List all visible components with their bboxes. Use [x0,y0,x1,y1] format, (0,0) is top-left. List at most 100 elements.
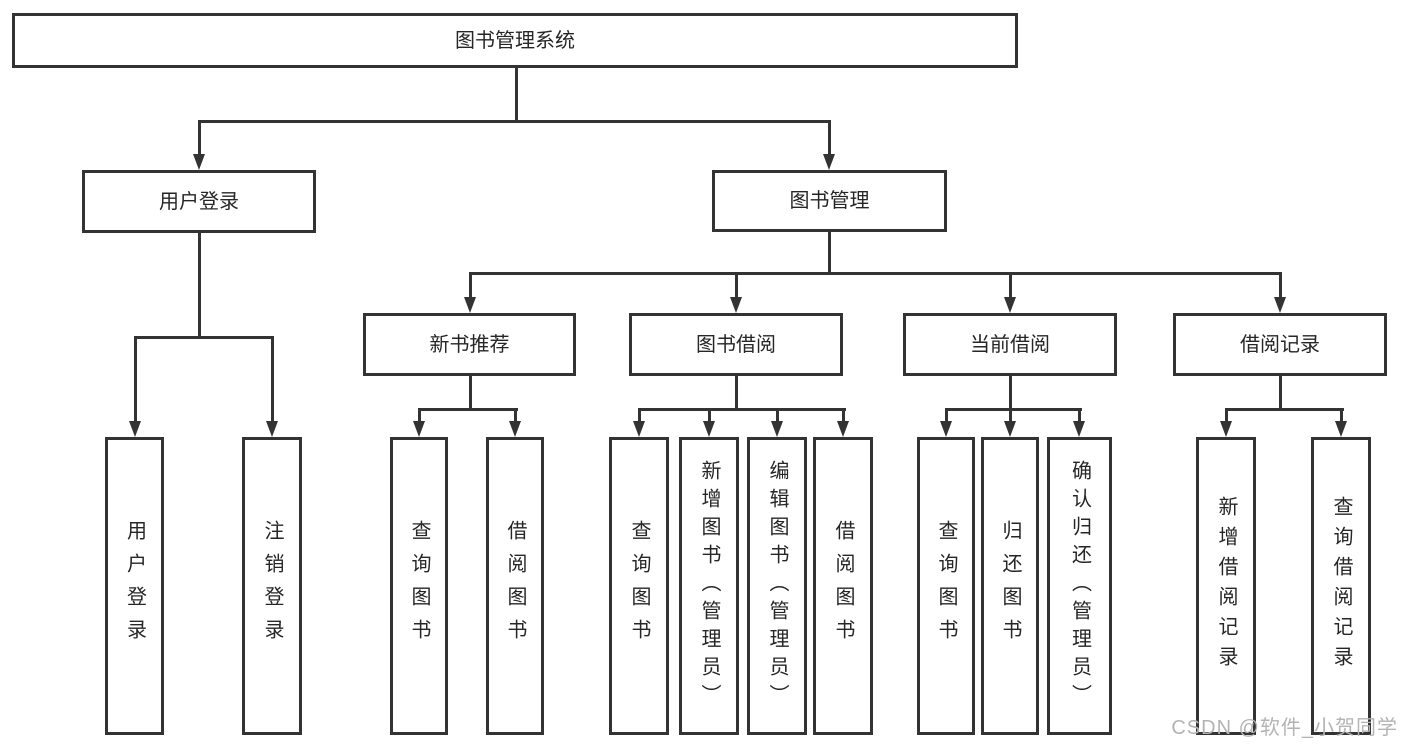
arrowhead-down-icon [193,154,205,170]
node-label: 借阅图书 [504,520,526,652]
node-leaf-query-books-borrow: 查询图书 [609,437,669,735]
arrowhead-down-icon [1004,297,1016,313]
connector-arrow [1003,408,1017,437]
arrow-shaft [1008,408,1012,421]
node-book-management: 图书管理 [712,170,947,232]
node-label: 图书管理 [789,190,870,212]
connector-arrow [463,272,477,313]
connector-arrow [192,120,206,170]
node-label: 查询图书 [628,520,650,652]
arrow-shaft [417,408,421,421]
node-label: 注销登录 [261,520,283,652]
arrow-shaft [133,336,137,421]
node-borrow-records: 借阅记录 [1173,313,1387,376]
node-leaf-confirm-return-admin: 确认归还（管理员） [1047,437,1112,735]
node-label: 借阅图书 [832,520,854,652]
arrowhead-down-icon [771,421,783,437]
node-leaf-logout: 注销登录 [242,437,302,735]
node-leaf-add-borrow-record: 新增借阅记录 [1196,437,1256,735]
connector-arrow [412,408,426,437]
node-label: 图书管理系统 [455,29,575,52]
connector-recommend-stem [469,376,472,408]
connector-arrow [1003,272,1017,313]
arrowhead-down-icon [129,421,141,437]
node-leaf-borrow-books: 借阅图书 [813,437,873,735]
node-label: 编辑图书（管理员） [766,460,788,712]
arrowhead-down-icon [703,421,715,437]
connector-arrow [939,408,953,437]
node-label: 新书推荐 [429,333,510,356]
arrow-shaft [734,272,738,297]
arrow-shaft [827,120,831,154]
arrow-shaft [468,272,472,297]
arrowhead-down-icon [464,297,476,313]
connector-arrow [702,408,716,437]
arrow-shaft [775,408,779,421]
connector-arrow [770,408,784,437]
connector-current-stem [1009,376,1012,408]
node-label: 确认归还（管理员） [1068,460,1091,712]
arrowhead-down-icon [1274,297,1286,313]
arrowhead-down-icon [413,421,425,437]
connector-current-hline [945,408,1082,411]
arrowhead-down-icon [837,421,849,437]
node-label: 查询图书 [408,520,430,652]
node-leaf-borrow-books-recommend: 借阅图书 [486,437,544,735]
node-new-book-recommend: 新书推荐 [363,313,576,376]
arrowhead-down-icon [1335,421,1347,437]
arrow-shaft [270,336,274,421]
node-leaf-user-login: 用户登录 [105,437,164,735]
arrow-shaft [1278,272,1282,297]
arrowhead-down-icon [940,421,952,437]
node-label: 新增借阅记录 [1215,496,1237,676]
arrow-shaft [1008,272,1012,297]
arrow-shaft [1224,408,1228,421]
node-label: 新增图书（管理员） [698,460,720,712]
csdn-watermark: CSDN @软件_小贺同学 [1171,717,1398,739]
arrowhead-down-icon [633,421,645,437]
connector-bookmgmt-stem [828,232,831,272]
connector-bookmgmt-hline [469,272,1282,275]
arrowhead-down-icon [1220,421,1232,437]
node-label: 用户登录 [159,190,239,213]
node-library-system: 图书管理系统 [12,13,1018,68]
node-label: 当前借阅 [970,333,1050,356]
node-current-borrow: 当前借阅 [903,313,1117,376]
connector-arrow [729,272,743,313]
arrow-shaft [1077,408,1081,421]
node-label: 借阅记录 [1240,333,1320,356]
connector-arrow [1219,408,1233,437]
connector-arrow [1334,408,1348,437]
connector-records-stem [1279,376,1282,408]
connector-arrow [1273,272,1287,313]
node-label: 图书借阅 [696,333,776,356]
arrow-shaft [707,408,711,421]
arrow-shaft [841,408,845,421]
connector-records-hline [1225,408,1344,411]
arrowhead-down-icon [509,421,521,437]
node-book-borrow: 图书借阅 [629,313,843,376]
connector-root-hline [198,120,831,123]
node-leaf-return-books: 归还图书 [981,437,1039,735]
connector-userlogin-hline [134,336,274,339]
connector-arrow [822,120,836,170]
arrow-shaft [513,408,517,421]
arrow-shaft [197,120,201,154]
connector-userlogin-stem [198,233,201,336]
arrow-shaft [637,408,641,421]
connector-arrow [632,408,646,437]
node-label: 查询借阅记录 [1330,496,1352,676]
node-leaf-query-borrow-record: 查询借阅记录 [1311,437,1371,735]
node-label: 用户登录 [123,520,146,652]
node-user-login-group: 用户登录 [82,170,316,233]
node-leaf-query-books-recommend: 查询图书 [390,437,448,735]
arrowhead-down-icon [1073,421,1085,437]
connector-arrow [508,408,522,437]
arrowhead-down-icon [823,154,835,170]
arrowhead-down-icon [1004,421,1016,437]
node-label: 归还图书 [999,520,1021,652]
connector-recommend-hline [418,408,518,411]
node-leaf-edit-books-admin: 编辑图书（管理员） [747,437,807,735]
arrowhead-down-icon [730,297,742,313]
connector-root-stem [515,68,518,120]
